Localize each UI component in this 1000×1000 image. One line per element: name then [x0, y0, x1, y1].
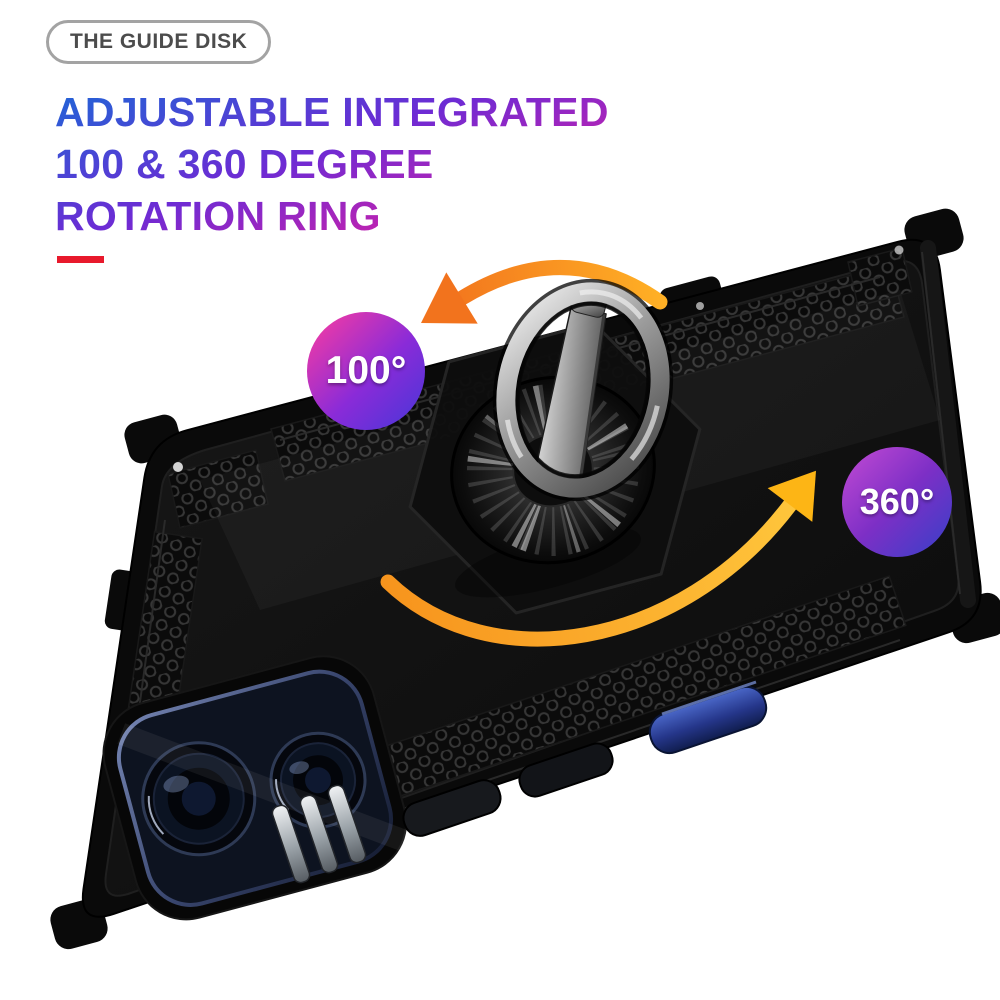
- top-badge-label: THE GUIDE DISK: [70, 30, 248, 53]
- page-title: ADJUSTABLE INTEGRATED 100 & 360 DEGREE R…: [55, 86, 675, 242]
- top-badge: THE GUIDE DISK: [46, 20, 272, 64]
- ring-kickstand: [408, 278, 702, 615]
- blade-edge: [577, 313, 606, 490]
- camera-lens-main: [141, 741, 257, 857]
- side-button-1: [402, 779, 502, 837]
- badge-360-degree: 360°: [842, 447, 952, 557]
- title-line-3: ROTATION RING: [55, 193, 381, 240]
- arrow-360-rotation: [380, 470, 816, 647]
- metal-ring: [492, 278, 674, 502]
- side-button-2: [518, 742, 614, 798]
- arrow-100-rotation: [421, 260, 668, 324]
- accent-dash: [57, 256, 104, 263]
- badge-100-degree: 100°: [307, 312, 425, 430]
- title-line-2: 100 & 360 DEGREE: [55, 141, 434, 188]
- case-right-bevel-highlight: [921, 251, 961, 595]
- antenna-bars: [271, 784, 367, 884]
- side-buttons: [402, 680, 768, 837]
- case-right-bevel: [920, 240, 976, 608]
- badge-360-label: 360°: [859, 481, 935, 522]
- screw-dots: [173, 245, 904, 472]
- title-line-1: ADJUSTABLE INTEGRATED: [55, 89, 609, 135]
- badge-100-label: 100°: [325, 349, 407, 392]
